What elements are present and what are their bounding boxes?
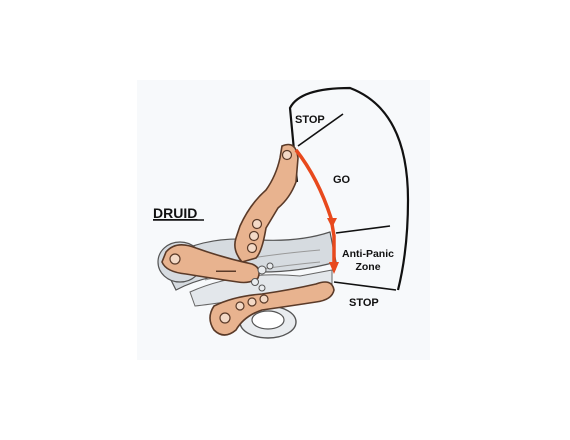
stop-top-label: STOP [295, 114, 325, 126]
anti-panic-label-line1: Anti-Panic [342, 248, 394, 260]
anti-panic-label-line2: Zone [355, 261, 380, 273]
pivot-pins [251, 262, 274, 292]
go-label: GO [333, 174, 351, 186]
upper-handle [234, 143, 299, 263]
stop-bottom-label: STOP [349, 297, 379, 309]
stop-divider-top [297, 113, 344, 147]
handle-engraving: ▬▬▬▬ [216, 268, 236, 274]
zone-outline [288, 86, 410, 291]
anti-panic-divider-bottom [333, 281, 397, 291]
anti-panic-divider-top [335, 225, 391, 234]
lower-handle [209, 281, 335, 336]
diagram-title: DRUID [153, 205, 197, 221]
side-handle: ▬▬▬▬ [161, 244, 260, 284]
go-arrow [294, 148, 339, 274]
